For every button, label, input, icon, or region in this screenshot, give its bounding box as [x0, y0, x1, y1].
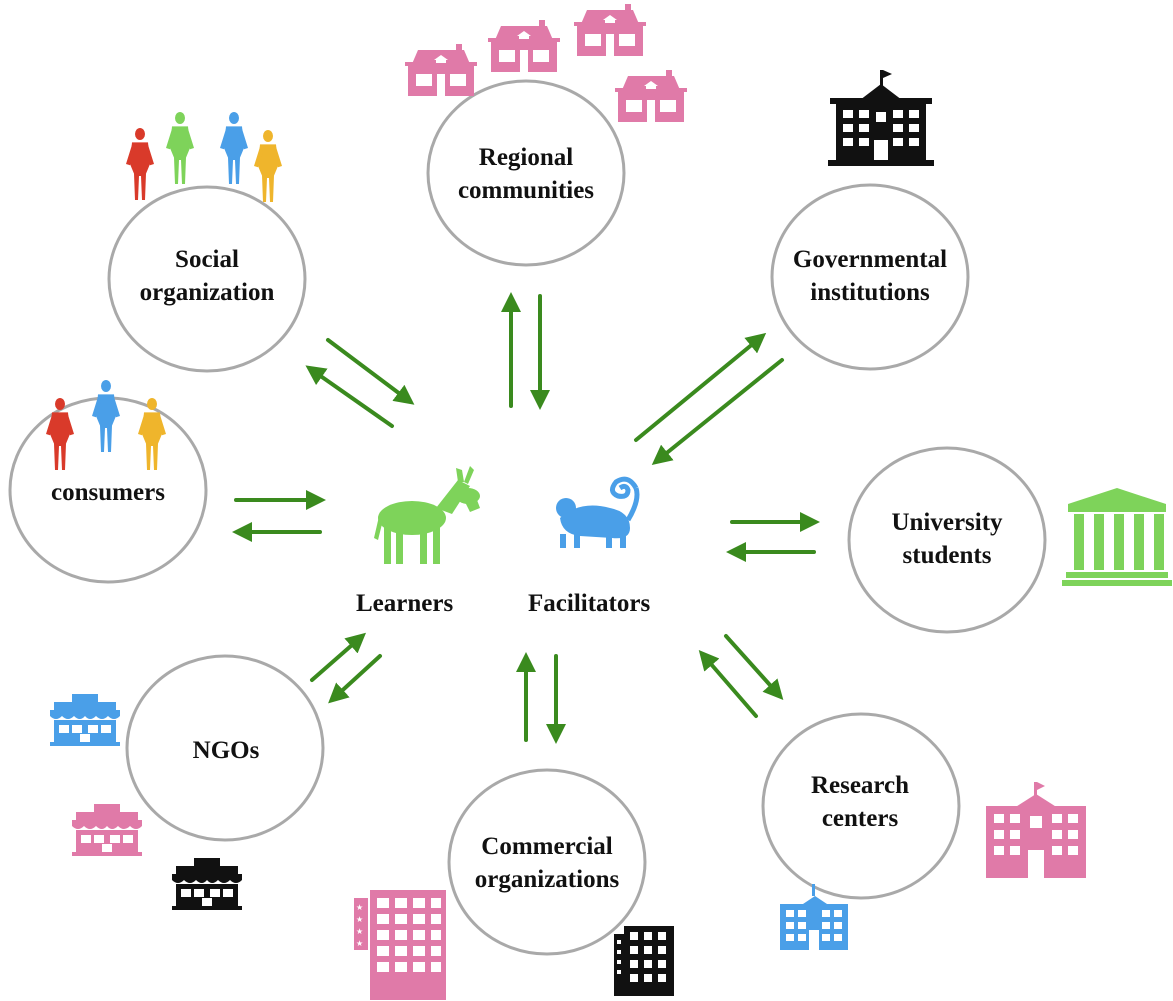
houses-icon: [405, 4, 687, 122]
arrow-from-social: [326, 338, 415, 405]
arrow-to-governmental: [634, 332, 767, 442]
node-circle-university: [847, 446, 1047, 634]
node-label-university-line2: students: [902, 542, 992, 569]
arrow-from-governmental: [651, 358, 784, 466]
node-label-social-line2: organization: [139, 279, 275, 306]
node-label-social-line1: Social: [175, 246, 239, 273]
office-building-icon: ★ ★ ★ ★: [354, 890, 674, 1000]
svg-text:★: ★: [356, 915, 363, 924]
node-label-university-line1: University: [891, 509, 1003, 536]
government-building-icon: [828, 70, 934, 166]
donkey-icon: [374, 466, 480, 564]
people-icon-consumers: [46, 380, 166, 470]
node-label-regional-line2: communities: [457, 177, 595, 204]
arrow-from-ngos: [310, 632, 367, 682]
arrow-to-social: [305, 365, 394, 428]
node-label-regional-line1: Regional: [478, 144, 574, 171]
school-building-icon: [780, 782, 1086, 950]
node-label-commercial-line2: organizations: [474, 866, 620, 893]
node-circle-commercial: [447, 768, 647, 956]
svg-text:★: ★: [356, 903, 363, 912]
node-label-governmental-line1: Governmental: [792, 246, 948, 273]
node-circle-governmental: [770, 183, 970, 371]
node-label-commercial-line1: Commercial: [481, 833, 613, 860]
svg-text:★: ★: [356, 939, 363, 948]
facilitators-label: Facilitators: [528, 590, 651, 617]
university-icon: [1062, 488, 1172, 586]
node-label-ngos-line1: NGOs: [192, 737, 260, 764]
learners-label: Learners: [356, 590, 454, 617]
node-label-governmental-line2: institutions: [810, 279, 930, 306]
node-circle-social: [107, 185, 307, 373]
node-label-commercial: Commercial organizations: [447, 830, 647, 896]
svg-text:★: ★: [356, 927, 363, 936]
node-label-university: University students: [847, 506, 1047, 572]
arrow-from-research: [698, 649, 758, 718]
monkey-icon: [556, 476, 640, 548]
node-label-social: Social organization: [107, 243, 307, 309]
node-label-research: Research centers: [760, 769, 960, 835]
node-label-research-line2: centers: [821, 805, 899, 832]
node-label-governmental: Governmental institutions: [765, 243, 975, 309]
node-label-consumers-line1: consumers: [51, 479, 165, 506]
node-label-consumers: consumers: [8, 476, 208, 509]
node-circle-regional: [426, 79, 626, 267]
node-label-ngos: NGOs: [126, 734, 326, 767]
node-circle-research: [761, 712, 961, 900]
arrow-to-research: [724, 634, 784, 700]
node-label-regional: Regional communities: [426, 141, 626, 207]
arrow-to-ngos: [328, 654, 382, 704]
node-circle-ngos: [125, 654, 325, 842]
node-label-research-line1: Research: [810, 772, 910, 799]
